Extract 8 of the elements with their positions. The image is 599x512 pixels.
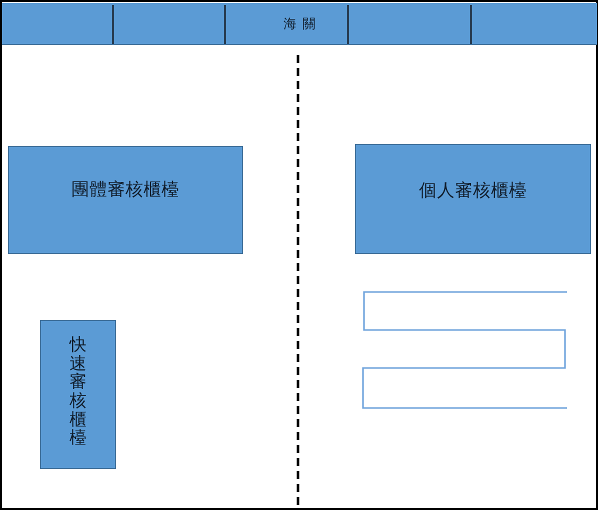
- header-title: 海關: [282, 16, 322, 32]
- counter-box: [8, 146, 243, 254]
- counter-label: 快速審核櫃檯: [70, 336, 86, 448]
- counter-box: [40, 320, 116, 469]
- counter-label: 團體審核櫃檯: [72, 179, 180, 201]
- counter-label: 個人審核櫃檯: [419, 180, 527, 202]
- counter-box: [355, 144, 591, 254]
- header-bar: [2, 3, 597, 45]
